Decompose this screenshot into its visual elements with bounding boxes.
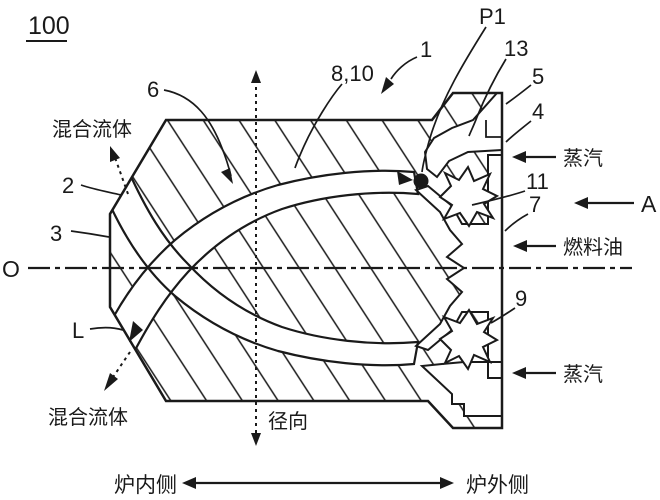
radial-direction-label: 径向 [268,410,308,433]
leader-5 [505,84,532,105]
ref-9-label: 9 [515,286,527,311]
direction-a-arrowhead [574,197,588,209]
body-outline [108,91,504,430]
point-p1-dot [413,173,429,189]
ref-4-label: 4 [532,99,544,124]
radial-axis-arrowhead-up [251,70,261,83]
steam-pocket-top-outline [423,93,502,179]
leader-l [89,326,124,331]
steam-pocket-bottom-fill [422,362,502,416]
figure-number-label: 100 [28,12,70,40]
fuel-oil-passage-fill [416,155,502,378]
furnace-outside-label: 炉外侧 [466,474,529,497]
ref-3-label: 3 [50,221,62,246]
furnace-inside-label: 炉内侧 [114,474,177,497]
ref-1-label: 1 [420,37,432,62]
leader-7 [504,213,529,232]
leader-1 [390,56,418,80]
orientation-arrowhead-left [182,477,196,489]
steam-swirler-bottom [438,308,500,372]
ref-2-label: 2 [62,173,74,198]
leader-1-arrowhead [381,77,394,94]
radial-axis-arrowhead-down [251,433,261,446]
steam-swirler-top [438,164,500,228]
labels: 100 6 8,10 1 P1 13 5 4 11 7 9 2 3 O L A … [2,4,657,497]
leader-6 [163,89,232,177]
ref-p1-label: P1 [479,4,506,29]
steam-pocket-top-fill [425,93,502,177]
leader-4 [505,120,532,143]
leader-9 [490,307,516,324]
furnace-orientation-arrow [182,477,454,489]
axis-l-label: L [72,318,84,343]
steam-pocket-top-step-line [485,120,502,138]
fuel-oil-arrowhead [513,240,527,252]
leader-p1 [421,26,487,173]
leader-8-10 [294,83,343,169]
ref-13-label: 13 [504,36,528,61]
leader-6-arrowhead [221,168,233,184]
leader-11 [471,190,526,206]
channel-flow-arrowhead [397,171,413,185]
axis-o-label: O [2,256,20,282]
fuel-oil-label: 燃料油 [563,236,623,259]
outlet-flow-arrowhead-l [129,321,143,342]
mixed-fluid-bottom-arrowhead [104,373,118,391]
ref-6-label: 6 [147,77,159,102]
ref-7-label: 7 [529,192,541,217]
mixed-fluid-bottom-label: 混合流体 [48,406,128,429]
steam-bottom-arrowhead [512,367,526,379]
leader-13 [468,58,507,137]
steam-pocket-bottom-outline [419,361,502,417]
orientation-arrowhead-right [440,477,454,489]
mixed-fluid-top-label: 混合流体 [52,118,132,141]
flow-arrows [512,151,634,379]
leader-3 [70,230,110,238]
ref-5-label: 5 [532,64,544,89]
steam-top-label: 蒸汽 [563,147,603,170]
mixing-channel-lower-fill [110,170,418,366]
ref-8-10-label: 8,10 [331,61,374,86]
mixed-fluid-top-arrowhead [110,146,120,162]
steam-top-arrowhead [512,151,526,163]
leader-lines [70,26,532,331]
ref-11-label: 11 [526,169,549,194]
direction-a-label: A [641,191,657,217]
leader-2 [80,184,122,196]
steam-bottom-label: 蒸汽 [563,363,603,386]
